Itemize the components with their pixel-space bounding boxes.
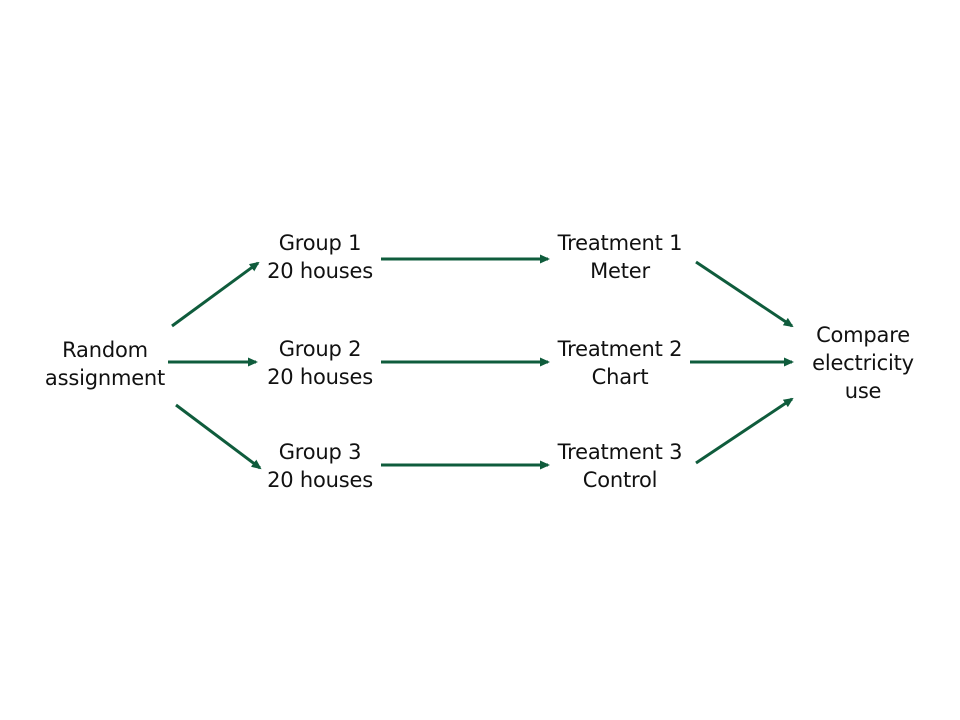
node-label-line: 20 houses [267,468,373,492]
treatment-3-node: Treatment 3 Control [540,438,700,494]
node-label-line: Compare [816,323,910,347]
group-1-node: Group 1 20 houses [250,229,390,285]
random-assignment-node: Random assignment [30,336,180,392]
node-label-line: electricity [812,351,914,375]
node-label-line: assignment [44,366,166,390]
node-label-line: 20 houses [267,259,373,283]
compare-electricity-use-node: Compare electricity use [796,321,930,405]
node-label-line: 20 houses [267,365,373,389]
treatment-2-node: Treatment 2 Chart [540,335,700,391]
arrow-treatment1-to-compare [695,260,794,328]
treatment-1-node: Treatment 1 Meter [540,229,700,285]
arrow-treatment3-to-compare [695,397,794,465]
node-label-line: Group 1 [278,231,362,255]
node-label-line: Meter [590,259,650,283]
node-label-line: Group 2 [278,337,362,361]
node-label-line: use [844,379,882,403]
node-label-line: Treatment 3 [557,440,683,464]
node-label-line: Control [582,468,658,492]
group-2-node: Group 2 20 houses [250,335,390,391]
arrow-random-to-group1 [171,261,260,328]
node-label-line: Chart [591,365,649,389]
node-label-line: Treatment 2 [557,337,683,361]
node-label-line: Random [62,338,148,362]
node-label-line: Group 3 [278,440,362,464]
arrow-random-to-group3 [175,403,262,470]
group-3-node: Group 3 20 houses [250,438,390,494]
node-label-line: Treatment 1 [557,231,683,255]
